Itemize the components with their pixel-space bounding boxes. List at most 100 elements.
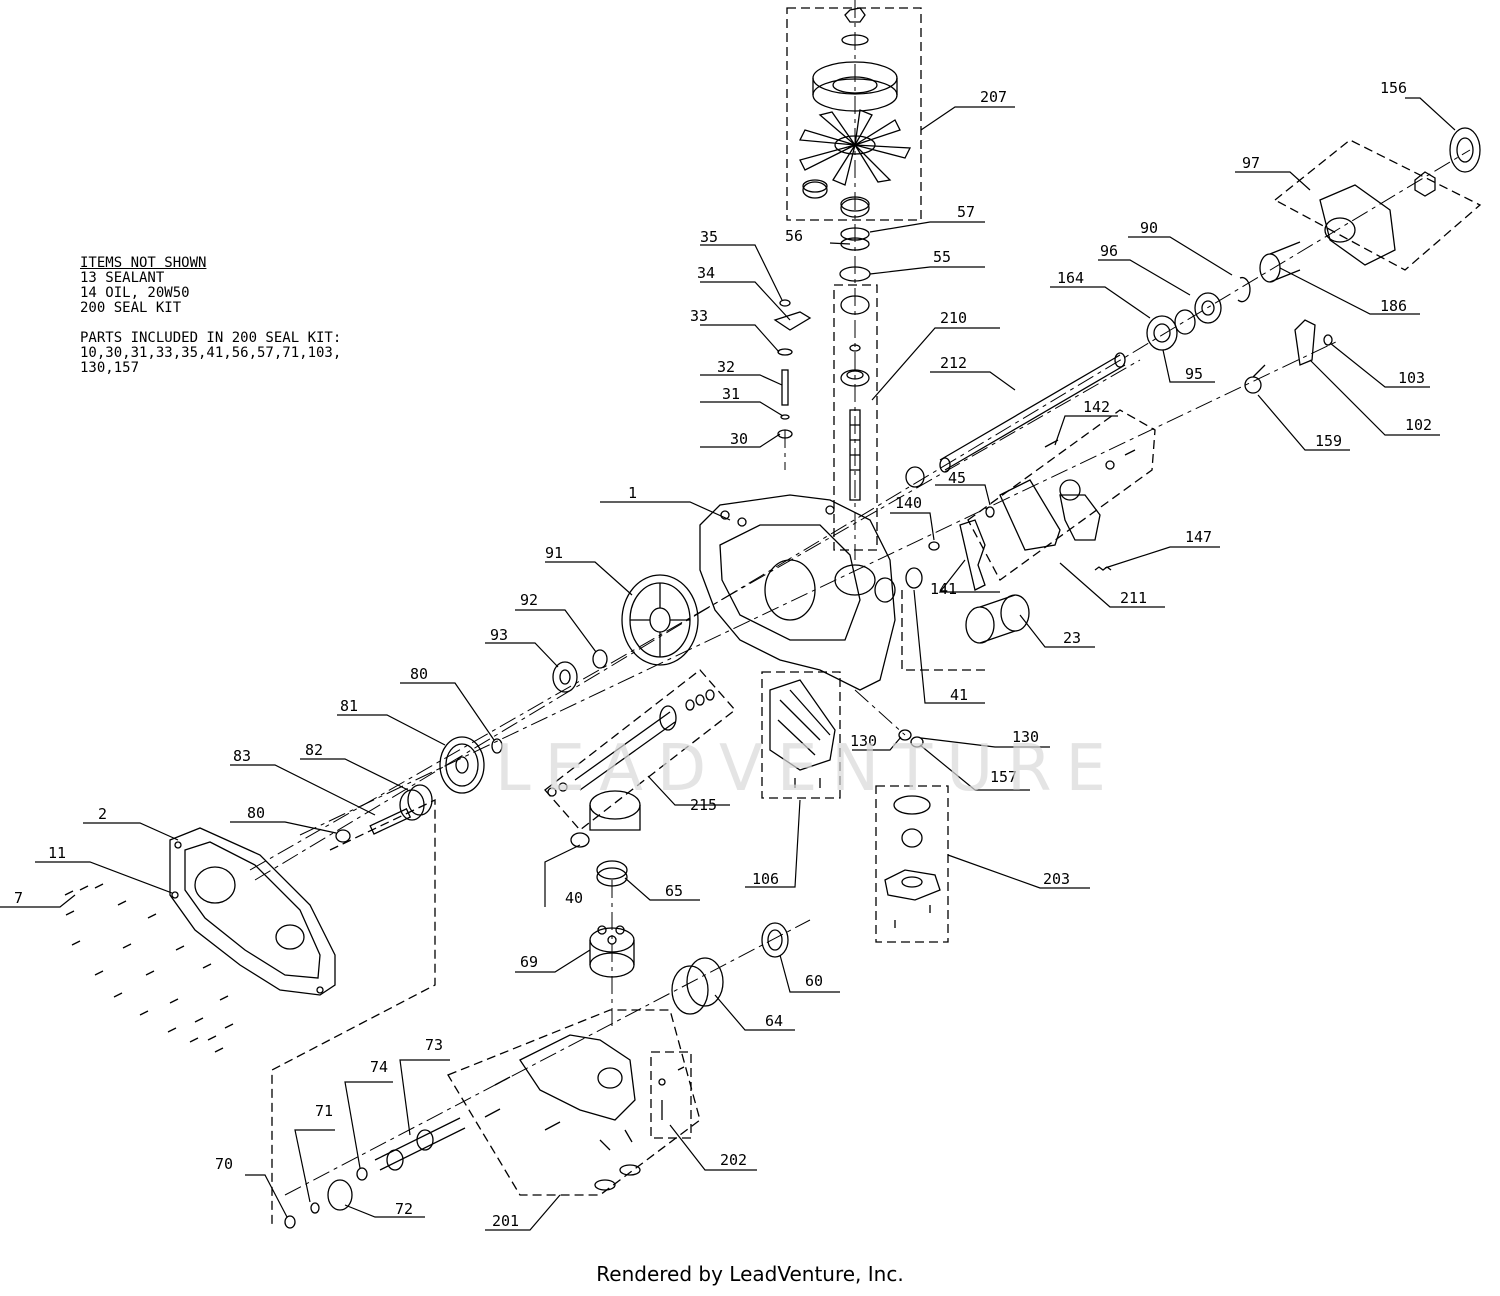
- callout-label: 72: [395, 1200, 413, 1218]
- axle-212: [905, 352, 1126, 488]
- callout-label: 57: [957, 203, 975, 221]
- callout-label: 212: [940, 354, 967, 372]
- washer-95: [1174, 309, 1196, 335]
- callout-label: 103: [1398, 369, 1425, 387]
- snap-ring-71: [310, 1202, 320, 1214]
- callout-label: 147: [1185, 528, 1212, 546]
- callout-label: 40: [565, 889, 583, 907]
- note-line: 14 OIL, 20W50: [80, 285, 190, 301]
- callout-label: 11: [48, 844, 66, 862]
- callout-label: 70: [215, 1155, 233, 1173]
- callout-label: 34: [697, 264, 715, 282]
- callout-label: 130: [850, 732, 877, 750]
- shaft-73: [374, 1117, 466, 1171]
- callout-label: 56: [785, 227, 803, 245]
- cylinder-block-69: [589, 925, 635, 978]
- shaft-215: [547, 689, 715, 797]
- pulley-fan-assembly: [798, 7, 912, 218]
- callout-label: 90: [1140, 219, 1158, 237]
- callout-label: 60: [805, 972, 823, 990]
- callout-label: 33: [690, 307, 708, 325]
- callout-label: 95: [1185, 365, 1203, 383]
- callout-label: 83: [233, 747, 251, 765]
- group-box-215: [544, 669, 736, 831]
- washer-140: [928, 541, 940, 551]
- callout-label: 141: [930, 580, 957, 598]
- callout-label: 210: [940, 309, 967, 327]
- seal-65: [596, 860, 628, 880]
- callout-label: 73: [425, 1036, 443, 1054]
- callout-label: 7: [14, 889, 23, 907]
- callout-label: 157: [990, 768, 1017, 786]
- callout-label: 106: [752, 870, 779, 888]
- group-box-97: [1273, 139, 1482, 271]
- notes-heading: ITEMS NOT SHOWN: [80, 255, 207, 271]
- callout-label: 71: [315, 1102, 333, 1120]
- callout-label: 142: [1083, 398, 1110, 416]
- plug-130: [898, 729, 912, 741]
- side-cover: [169, 827, 336, 996]
- callout-label: 64: [765, 1012, 783, 1030]
- callout-label: 164: [1057, 269, 1084, 287]
- callout-label: 211: [1120, 589, 1147, 607]
- callout-label: 45: [948, 469, 966, 487]
- bracket-141: [959, 519, 986, 591]
- group-box-106: [761, 671, 841, 799]
- group-box-2: [271, 798, 436, 1225]
- filter-23: [965, 594, 1030, 644]
- callout-label: 130: [1012, 728, 1039, 746]
- shaft-83: [369, 808, 412, 835]
- callout-label: 23: [1063, 629, 1081, 647]
- seal-41: [905, 567, 923, 589]
- valve-parts-202: [658, 1066, 685, 1120]
- note-line: 13 SEALANT: [80, 270, 165, 286]
- callout-label: 201: [492, 1212, 519, 1230]
- group-box-203: [875, 785, 949, 943]
- washer-80-lower: [335, 829, 351, 843]
- callout-label: 55: [933, 248, 951, 266]
- callout-label: 207: [980, 88, 1007, 106]
- callout-label: 102: [1405, 416, 1432, 434]
- callout-label: 69: [520, 953, 538, 971]
- callout-label: 41: [950, 686, 968, 704]
- note-line: 200 SEAL KIT: [80, 300, 182, 316]
- bearing-96: [1194, 292, 1222, 324]
- gear-81: [439, 736, 485, 794]
- group-box-211: [967, 409, 1156, 581]
- callout-label: 92: [520, 591, 538, 609]
- callout-label: 203: [1043, 870, 1070, 888]
- trunnion-40: [570, 790, 641, 848]
- gear-91: [621, 574, 699, 666]
- callout-label: 96: [1100, 242, 1118, 260]
- callout-label: 91: [545, 544, 563, 562]
- plug-157: [910, 736, 924, 748]
- spacer-186: [1259, 253, 1281, 283]
- linkage-pin-stack: [773, 299, 812, 439]
- callout-label: 159: [1315, 432, 1342, 450]
- callout-label: 186: [1380, 297, 1407, 315]
- screws-7: [64, 883, 234, 1053]
- bearing-156: [1449, 127, 1481, 173]
- charge-pump-203: [884, 795, 941, 928]
- callout-label: 32: [717, 358, 735, 376]
- wheel-hub-97: [1319, 171, 1436, 266]
- brake-assembly-211: [999, 449, 1136, 551]
- baffle-106: [769, 679, 836, 788]
- callout-label: 97: [1242, 154, 1260, 172]
- callout-label: 65: [665, 882, 683, 900]
- group-box-207: [786, 7, 922, 221]
- watermark: LEADVENTURE: [495, 732, 1120, 806]
- clip-103: [1323, 334, 1333, 346]
- callout-label: 2: [98, 805, 107, 823]
- callout-label: 140: [895, 494, 922, 512]
- seal-kit-line: 10,30,31,33,35,41,56,57,71,103,: [80, 345, 342, 361]
- main-housing: [699, 494, 896, 691]
- input-shaft-assembly: [840, 295, 870, 501]
- washer-80-upper: [491, 738, 503, 754]
- snap-ring-90: [1237, 276, 1251, 303]
- cylinder-block-64: [671, 957, 724, 1015]
- seal-kit-line: 130,157: [80, 360, 140, 376]
- note-spacer: [80, 316, 341, 331]
